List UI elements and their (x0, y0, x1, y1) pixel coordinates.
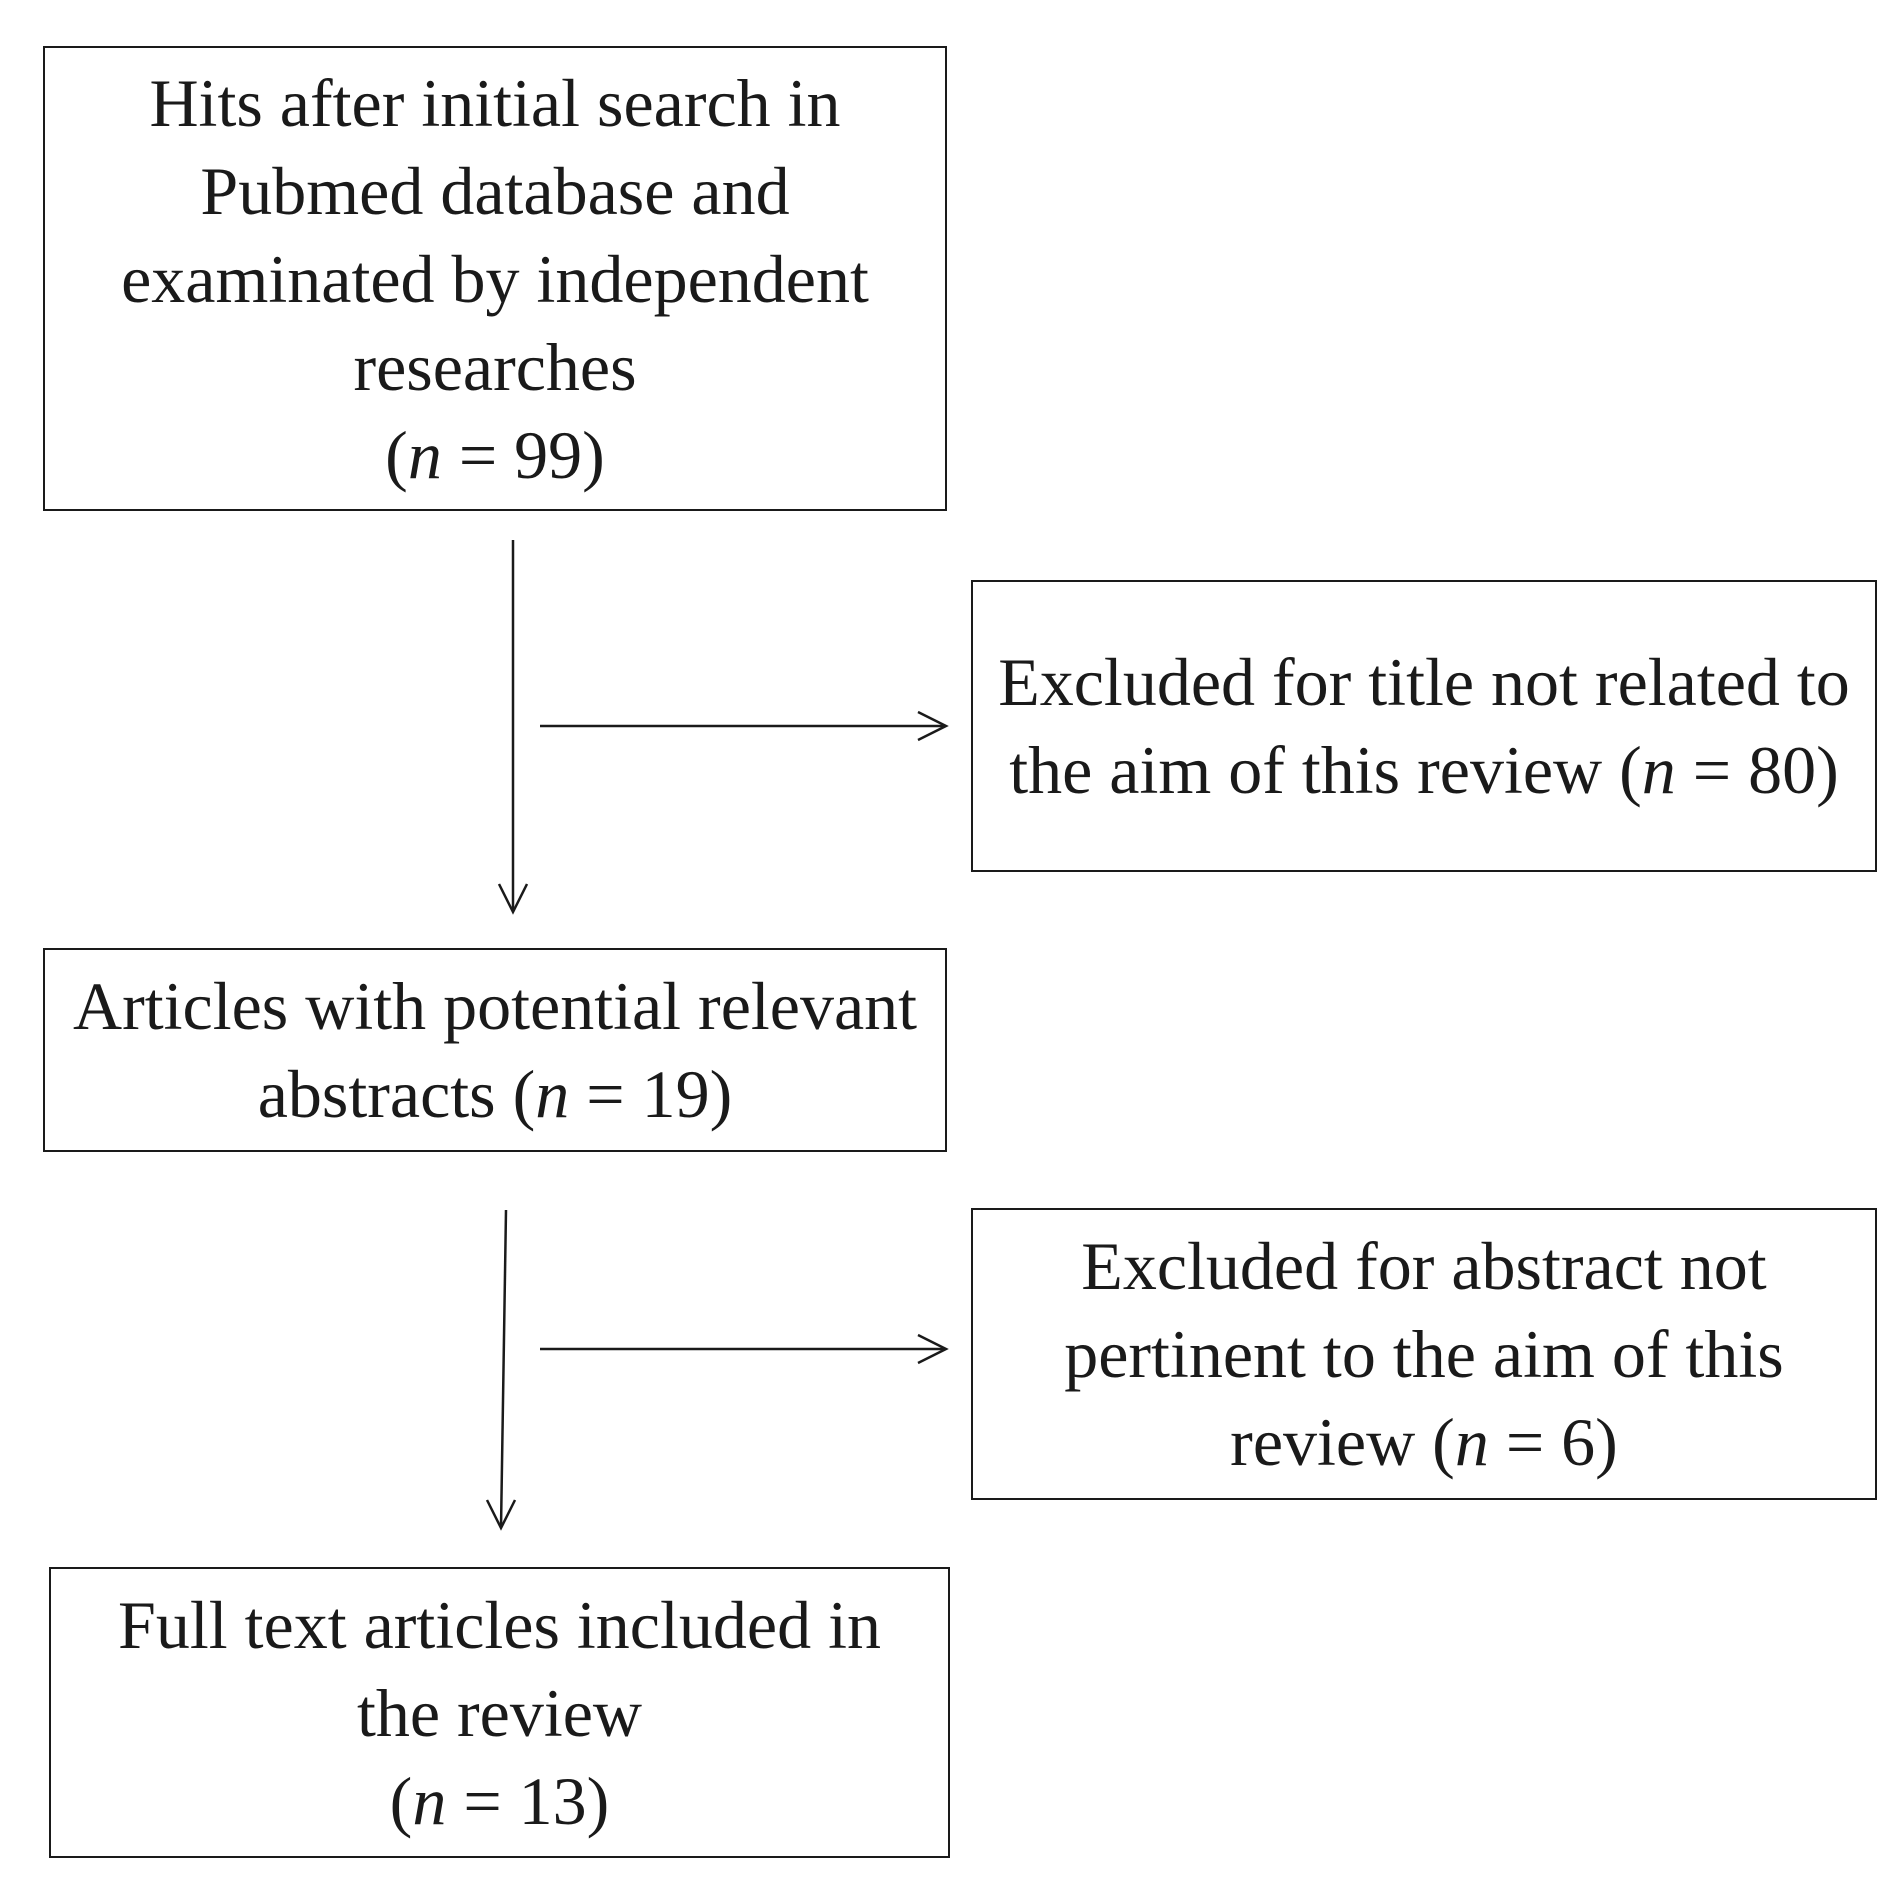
excluded-abstract-text: Excluded for abstract not pertinent to t… (1064, 1228, 1784, 1480)
articles-text: Articles with potential relevant abstrac… (72, 968, 918, 1132)
fulltext-count: (n = 13) (389, 1762, 610, 1839)
hits-count: (n = 99) (385, 416, 605, 493)
arrowhead-hits-to-articles (497, 883, 529, 915)
arrowhead-to-excluded-abstract (917, 1333, 949, 1365)
excluded-title-text: Excluded for title not related to the ai… (998, 644, 1850, 808)
box-fulltext-included: Full text articles included in the revie… (49, 1567, 950, 1858)
fulltext-text: Full text articles included in the revie… (118, 1586, 881, 1751)
arrow-articles-to-fulltext (499, 1209, 508, 1529)
hits-text: Hits after initial search in Pubmed data… (121, 64, 869, 405)
arrowhead-to-excluded-title (917, 710, 949, 742)
box-potential-abstracts: Articles with potential relevant abstrac… (43, 948, 947, 1152)
box-excluded-abstract: Excluded for abstract not pertinent to t… (971, 1208, 1877, 1500)
arrowhead-articles-to-fulltext (485, 1499, 517, 1531)
box-excluded-title: Excluded for title not related to the ai… (971, 580, 1877, 872)
box-initial-search-hits: Hits after initial search in Pubmed data… (43, 46, 947, 511)
